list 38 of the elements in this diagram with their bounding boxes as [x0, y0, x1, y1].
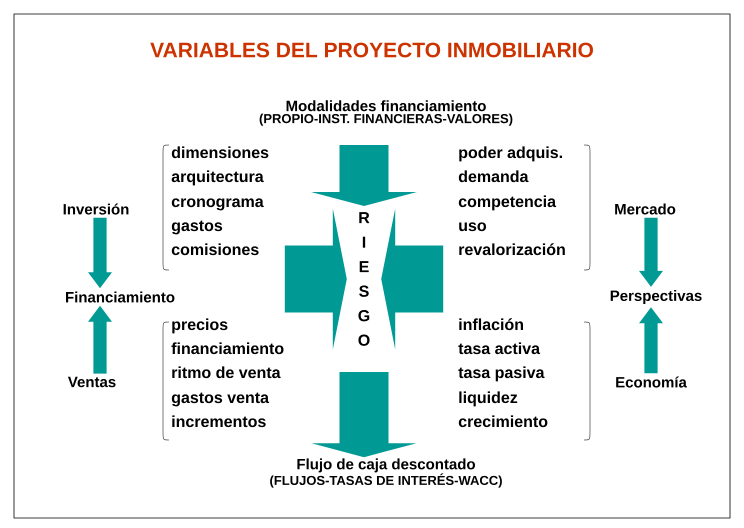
- list-item: dimensiones: [172, 146, 268, 158]
- list-item: tasa activa: [458, 342, 540, 354]
- node-text: Financiamiento: [66, 292, 174, 302]
- list-item: poder adquis.: [459, 146, 562, 162]
- block-arrow: [88, 306, 112, 374]
- list-item: revalorización: [459, 243, 565, 256]
- list-item: crecimiento: [458, 415, 548, 428]
- node-text: Perspectivas: [610, 290, 702, 304]
- list-item: gastos venta: [172, 392, 270, 406]
- block-arrow: [639, 307, 663, 374]
- list-item: arquitectura: [172, 170, 264, 186]
- list-item: tasa pasiva: [458, 366, 545, 382]
- list-item: liquidez: [459, 391, 518, 406]
- list-item: financiamiento: [171, 342, 284, 354]
- vertical-text: RIESGO: [358, 212, 370, 346]
- list-item: competencia: [458, 195, 556, 210]
- title: VARIABLES DEL PROYECTO INMOBILIARIO: [150, 42, 593, 58]
- list-item: comisiones: [172, 243, 259, 256]
- list-item: inflación: [459, 318, 523, 330]
- node-text: Economía: [616, 376, 687, 388]
- heading-text: Flujo de caja descontado (FLUJOS-TASAS DE INTERÉS-WACC): [270, 458, 502, 488]
- list-item: demanda: [458, 170, 529, 182]
- node-text: Inversión: [64, 203, 128, 215]
- list-item: incrementos: [172, 415, 266, 428]
- block-arrow: [284, 208, 347, 350]
- list-item: cronograma: [172, 198, 264, 210]
- heading-text: Modalidades financiamiento (PROPIO-INST. FINANCIERAS-VALORES): [260, 100, 512, 126]
- block-arrow: [639, 218, 663, 287]
- list-item: ritmo de venta: [172, 366, 281, 378]
- block-arrow: [88, 218, 112, 288]
- block-arrow: [381, 208, 444, 350]
- node-text: Mercado: [615, 204, 676, 214]
- node-text: Ventas: [68, 376, 116, 388]
- list-item: precios: [172, 318, 228, 334]
- list-item: gastos: [172, 220, 222, 234]
- block-arrow: [311, 144, 417, 206]
- list-item: uso: [459, 222, 486, 232]
- block-arrow: [312, 372, 416, 458]
